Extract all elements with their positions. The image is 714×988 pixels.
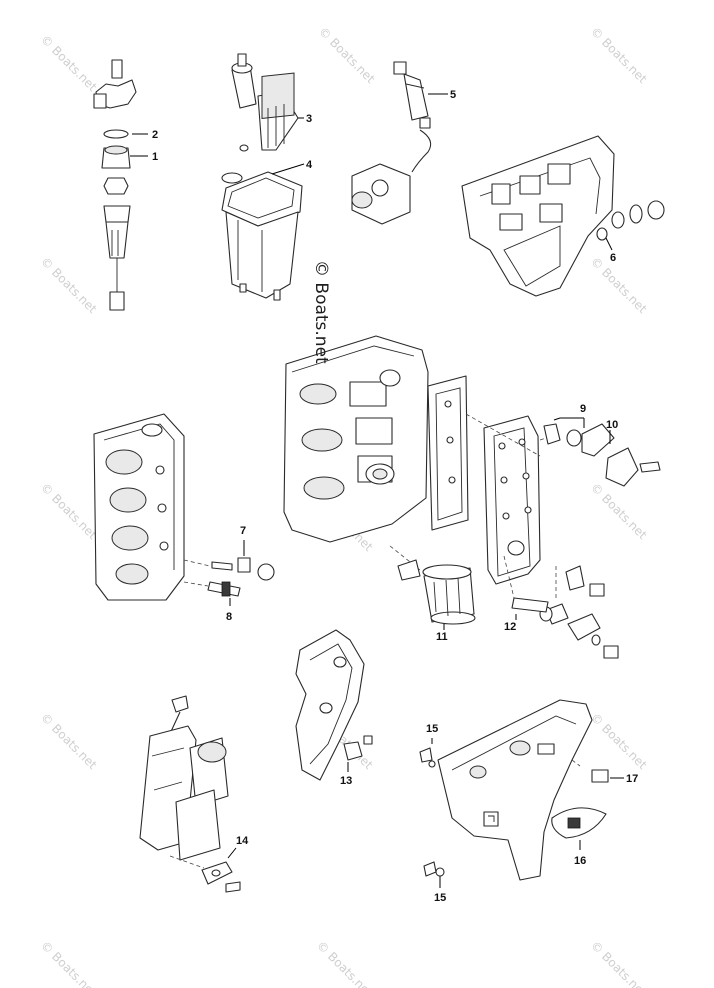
- watermark-tile: © Boats.net: [588, 24, 650, 86]
- gearcase: [419, 699, 624, 888]
- callout-11: 11: [436, 631, 448, 643]
- callout-9: 9: [580, 403, 586, 415]
- watermark-tile: © Boats.net: [588, 254, 650, 316]
- watermark-tile: © Boats.net: [38, 710, 100, 772]
- callout-3: 3: [306, 113, 312, 125]
- callout-17: 17: [626, 773, 638, 785]
- callout-15-top: 15: [426, 723, 438, 735]
- callout-8: 8: [226, 611, 232, 623]
- oil-pressure-sender-assembly: [93, 59, 148, 311]
- callout-6: 6: [610, 252, 616, 264]
- temperature-sensor-and-spark-plug: [183, 540, 275, 606]
- anode-cover-parts: [539, 565, 619, 659]
- watermark-tile: © Boats.net: [38, 938, 100, 988]
- exhaust-cover-plate: [465, 413, 553, 585]
- callout-7: 7: [240, 525, 246, 537]
- callout-16: 16: [574, 855, 586, 867]
- callout-10: 10: [606, 419, 618, 431]
- cylinder-block: [283, 335, 469, 571]
- watermark-main: © Boats.net: [311, 260, 331, 364]
- power-trim-tilt-unit: [139, 695, 241, 893]
- cylinder-head: [93, 413, 185, 601]
- watermark-tile: © Boats.net: [316, 24, 378, 86]
- lower-cowl-adapter: [461, 135, 665, 297]
- fuel-pump-vapor-separator: [221, 53, 305, 301]
- callout-labels: 1 2 3 4 5 6 7 8 9 10 11 12 13 14 15 15 1…: [152, 89, 638, 904]
- callout-15-bottom: 15: [434, 892, 446, 904]
- callout-4: 4: [306, 159, 313, 171]
- oil-filter: [397, 559, 476, 630]
- watermark-tile: © Boats.net: [314, 938, 376, 988]
- callout-5: 5: [450, 89, 456, 101]
- watermark-tile: © Boats.net: [38, 480, 100, 542]
- watermark-tile: © Boats.net: [588, 938, 650, 988]
- watermark-tile: © Boats.net: [38, 32, 100, 94]
- thermostat-group: [543, 417, 661, 487]
- callout-12: 12: [504, 621, 516, 633]
- swivel-bracket: [295, 629, 373, 781]
- inline-fuel-filter: [351, 61, 448, 225]
- callout-1: 1: [152, 151, 158, 163]
- callout-13: 13: [340, 775, 352, 787]
- watermark-tile: © Boats.net: [588, 480, 650, 542]
- callout-14: 14: [236, 835, 249, 847]
- watermark-tile: © Boats.net: [588, 710, 650, 772]
- anode-strip: [503, 555, 549, 620]
- watermark-tile: © Boats.net: [38, 254, 100, 316]
- callout-2: 2: [152, 129, 158, 141]
